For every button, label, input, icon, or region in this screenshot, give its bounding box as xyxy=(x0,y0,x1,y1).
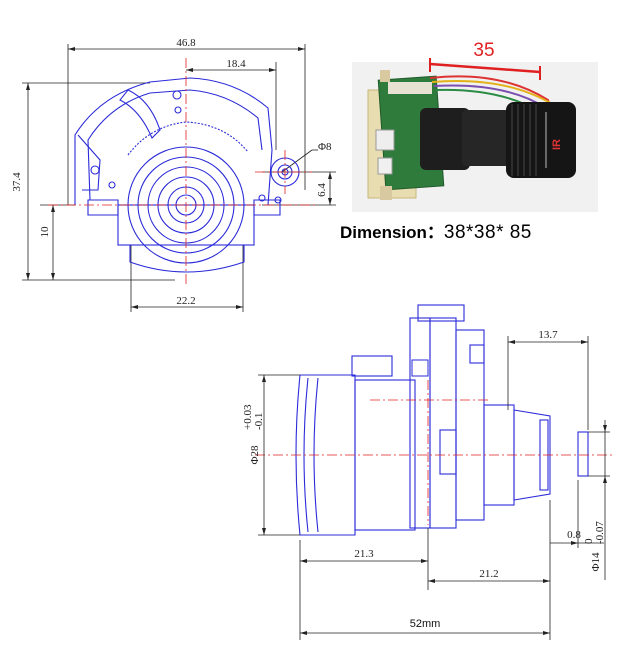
svg-text:-0.1: -0.1 xyxy=(253,413,265,430)
camera-module-photo: IR 35 xyxy=(352,40,598,212)
svg-text:-0.07: -0.07 xyxy=(594,521,606,544)
front-view-part-outline xyxy=(74,77,300,273)
dim-label-13-7: 13.7 xyxy=(538,329,558,341)
dim-label-18-4: 18.4 xyxy=(226,58,246,70)
dim-label-6-4: 6.4 xyxy=(316,183,328,197)
dim-label-21-3: 21.3 xyxy=(354,548,374,560)
dim-label-22-2: 22.2 xyxy=(176,295,195,307)
dim-label-21-2: 21.2 xyxy=(479,568,498,580)
svg-text:Φ28: Φ28 xyxy=(249,445,261,465)
dim-label-phi-8: Φ8 xyxy=(318,141,332,153)
side-view-drawing: Φ28 +0.03 -0.1 13.7 21.3 21.2 0.8 xyxy=(242,304,612,640)
dim-label-46-8: 46.8 xyxy=(176,37,196,49)
dim-label-phi-28: Φ28 +0.03 -0.1 xyxy=(242,404,265,464)
dimension-caption: Dimension：38*38* 85 xyxy=(340,218,532,244)
front-view-drawing: 46.8 18.4 37.4 10 22.2 Φ8 xyxy=(11,37,336,312)
photo-lens-ir-text: IR xyxy=(551,139,563,150)
dim-label-52mm: 52mm xyxy=(410,618,441,630)
svg-text:0: 0 xyxy=(583,538,595,544)
svg-text:Φ14: Φ14 xyxy=(590,552,602,572)
dim-label-10: 10 xyxy=(39,226,51,238)
dim-label-37-4: 37.4 xyxy=(11,172,23,192)
photo-dim-line-35 xyxy=(429,62,541,74)
dim-label-0-8: 0.8 xyxy=(567,529,581,541)
dimension-caption-value: 38*38* 85 xyxy=(443,222,532,243)
photo-dim-label-35: 35 xyxy=(473,40,494,61)
svg-text:+0.03: +0.03 xyxy=(242,404,254,430)
side-view-part-outline xyxy=(295,304,589,536)
dimension-caption-label: Dimension： xyxy=(340,223,444,242)
dim-label-phi-14: Φ14 0 -0.07 xyxy=(583,521,606,572)
